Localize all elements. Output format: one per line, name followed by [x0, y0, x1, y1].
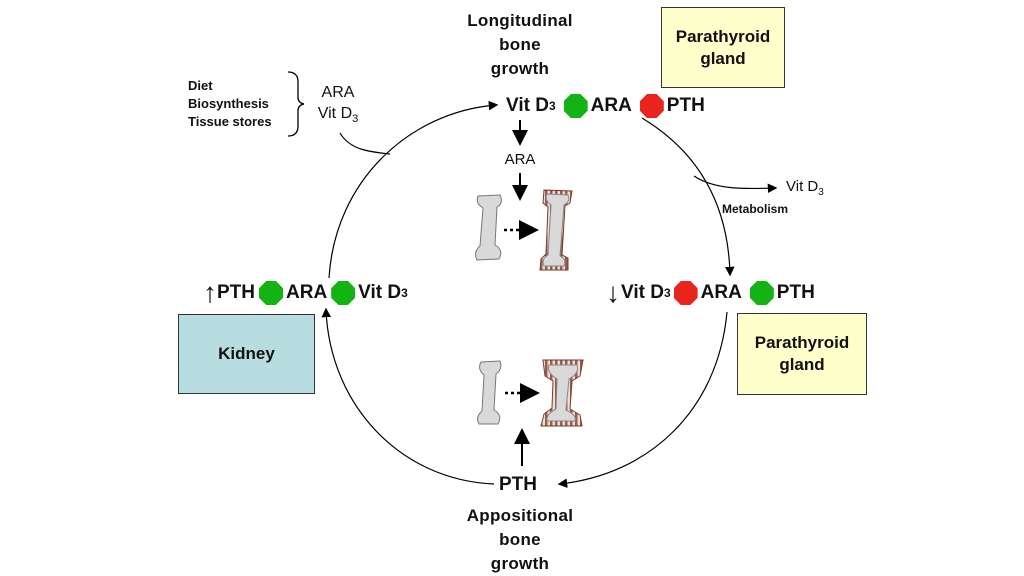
- parathyroid-gland-box-right: Parathyroid gland: [737, 313, 867, 395]
- up-arrow-icon: ↑: [203, 277, 217, 308]
- source-arrow: [339, 132, 391, 155]
- thick-bone-bottom: [540, 359, 584, 427]
- stimulate-octagon: [563, 94, 588, 118]
- kidney-box: Kidney: [178, 314, 315, 394]
- thin-bone-bottom: [477, 360, 502, 425]
- longitudinal-growth-label: Longitudinal bone growth: [467, 11, 573, 78]
- metabolism-label: Metabolism: [722, 202, 789, 216]
- stimulate-octagon: [749, 281, 774, 305]
- parathyroid-gland-box-top: Parathyroid gland: [661, 7, 785, 88]
- stimulate-octagon: [331, 281, 356, 305]
- metabolism-product: Vit D3: [786, 178, 824, 198]
- down-arrow-icon: ↓: [606, 277, 620, 308]
- bottom-pth-label: PTH: [499, 474, 537, 495]
- source-outputs: ARA Vit D3: [317, 84, 359, 126]
- arc-left-bottom: [321, 307, 495, 485]
- top-ara-label: ARA: [504, 151, 536, 168]
- arc-right-bottom: [557, 311, 728, 488]
- sources-list: Diet Biosynthesis Tissue stores: [188, 78, 272, 129]
- metabolism-arrow: [693, 175, 778, 194]
- inhibit-octagon: [639, 94, 664, 118]
- source-brace: [287, 71, 305, 137]
- small-bone-top: [475, 194, 502, 261]
- appositional-growth-label: Appositional bone growth: [466, 506, 574, 573]
- stimulate-octagon: [259, 281, 283, 305]
- arc-left-top: [328, 100, 499, 279]
- inhibit-octagon: [673, 281, 698, 305]
- arc-right-top: [641, 117, 735, 277]
- long-bone-top: [539, 189, 573, 271]
